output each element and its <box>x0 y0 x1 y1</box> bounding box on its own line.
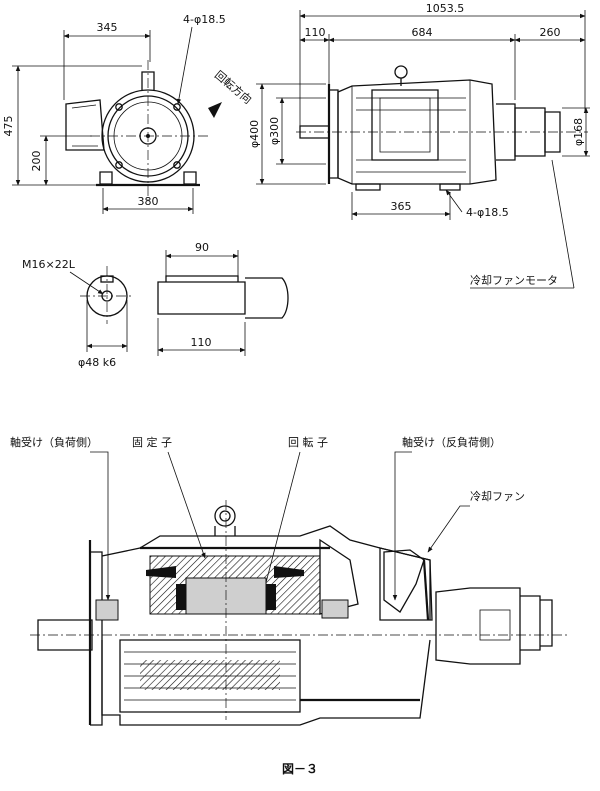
dim-side-foot-span: 365 <box>391 200 412 213</box>
figure-caption: 図－３ <box>282 762 318 776</box>
svg-text:回転方向: 回転方向 <box>212 68 255 107</box>
front-view: 回転方向 345 4-φ18.5 475 200 380 <box>2 13 255 214</box>
dim-side-foot-holes: 4-φ18.5 <box>466 206 509 219</box>
cooling-fan-motor-label: 冷却ファンモータ <box>470 274 558 287</box>
dim-shaft-thread: M16×22L <box>22 258 76 271</box>
dim-shaft-length: 110 <box>191 336 212 349</box>
dim-front-holes: 4-φ18.5 <box>183 13 226 26</box>
rotor-label: 回 転 子 <box>288 436 328 449</box>
dim-front-base-width: 380 <box>138 195 159 208</box>
dim-shaft-key-length: 90 <box>195 241 209 254</box>
side-view: 1053.5 110 684 260 <box>248 2 590 289</box>
dim-shaft-dia: φ48 k6 <box>78 356 116 369</box>
dim-side-fan-dia: φ168 <box>572 118 585 146</box>
bearing-load-side-label: 軸受け（負荷側） <box>10 435 98 449</box>
stator-label: 固 定 子 <box>132 435 172 449</box>
dim-front-height-total: 475 <box>2 116 15 137</box>
bearing-opposite-side-label: 軸受け（反負荷側） <box>402 435 501 449</box>
cross-section: 軸受け（負荷側） 固 定 子 回 転 子 軸受け（反負荷側） 冷却ファン <box>10 435 570 776</box>
dim-side-spigot-dia: φ300 <box>268 117 281 145</box>
dim-side-body-length: 684 <box>412 26 433 39</box>
dim-side-shaft-ext: 110 <box>305 26 326 39</box>
dim-front-shaft-height: 200 <box>30 151 43 172</box>
rotation-direction-label: 回転方向 <box>212 68 255 107</box>
dim-side-fan-length: 260 <box>540 26 561 39</box>
dim-front-width-top: 345 <box>97 21 118 34</box>
dim-side-total-length: 1053.5 <box>426 2 465 15</box>
dim-side-flange-dia: φ400 <box>248 120 261 148</box>
shaft-end-detail: M16×22L φ48 k6 90 110 <box>22 241 289 369</box>
cooling-fan-label: 冷却ファン <box>470 490 525 503</box>
